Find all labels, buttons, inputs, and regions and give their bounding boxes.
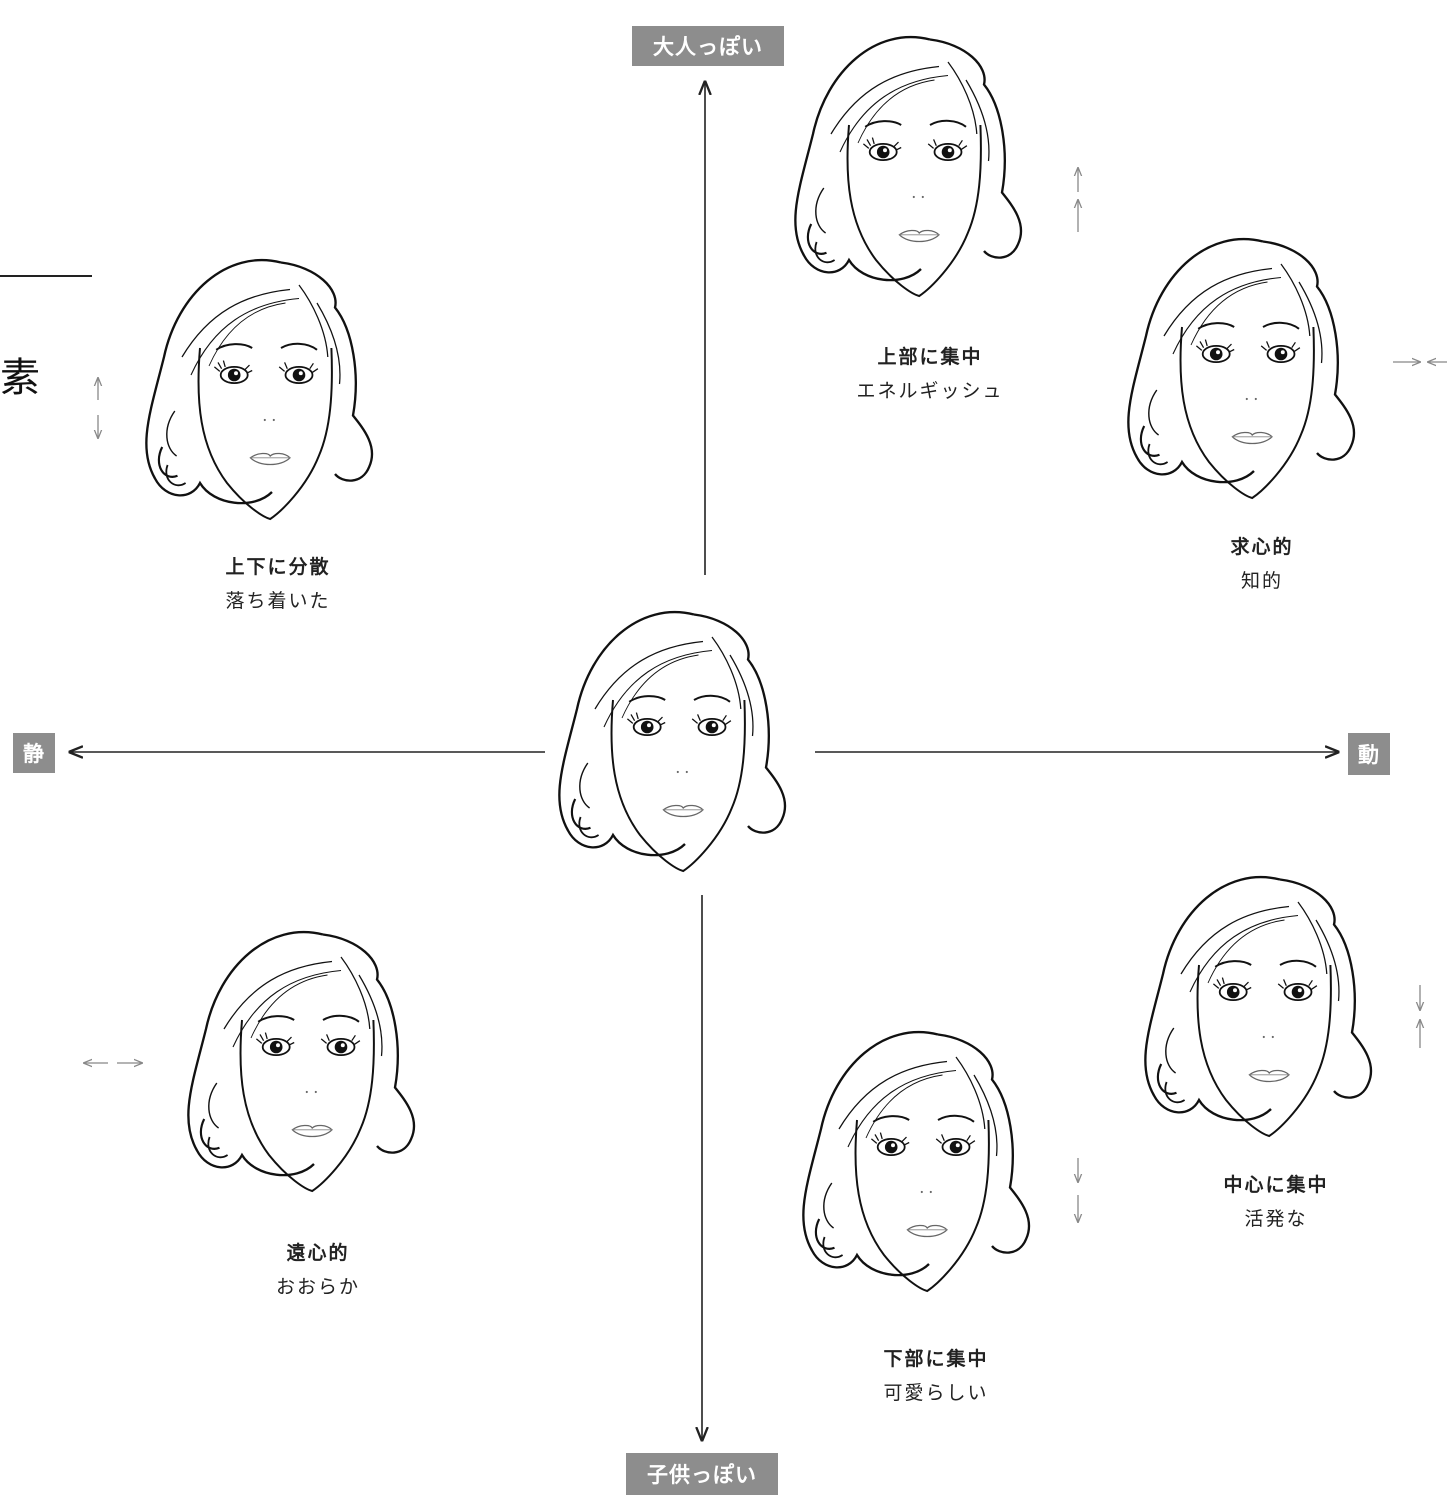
margin-rule — [0, 275, 92, 277]
face-bottom-right-lower — [802, 1030, 1031, 1293]
caption-title: 下部に集中 — [883, 1348, 989, 1370]
caption-bottom-left: 遠心的 おおらか — [238, 1236, 398, 1304]
caption-bottom-right-lower: 下部に集中 可愛らしい — [836, 1342, 1036, 1410]
face-top-left — [145, 258, 374, 521]
caption-title: 中心に集中 — [1223, 1174, 1329, 1196]
axis-label-left: 静 — [13, 733, 55, 773]
face-bottom-left — [187, 930, 416, 1193]
caption-desc: 可愛らしい — [883, 1382, 989, 1404]
caption-desc: 活発な — [1244, 1208, 1308, 1230]
face-center — [558, 610, 787, 873]
caption-desc: 知的 — [1240, 570, 1283, 592]
caption-bottom-right-far: 中心に集中 活発な — [1176, 1168, 1376, 1236]
caption-desc: エネルギッシュ — [856, 380, 1004, 402]
caption-top-right-upper: 上部に集中 エネルギッシュ — [830, 340, 1030, 408]
caption-desc: おおらか — [275, 1276, 360, 1298]
caption-title: 求心的 — [1230, 536, 1294, 558]
face-top-right-far — [1127, 237, 1356, 500]
caption-top-left: 上下に分散 落ち着いた — [178, 550, 378, 618]
caption-desc: 落ち着いた — [225, 590, 331, 612]
axis-label-bottom: 子供っぽい — [626, 1453, 778, 1495]
face-bottom-right-far — [1144, 875, 1373, 1138]
caption-top-right-far: 求心的 知的 — [1182, 530, 1342, 598]
axis-label-right: 動 — [1348, 733, 1390, 775]
face-top-right-upper — [794, 35, 1023, 298]
caption-title: 遠心的 — [286, 1242, 350, 1264]
margin-text: 素 — [0, 355, 40, 401]
caption-title: 上下に分散 — [225, 556, 331, 578]
axis-label-top: 大人っぽい — [632, 26, 784, 66]
caption-title: 上部に集中 — [877, 346, 983, 368]
